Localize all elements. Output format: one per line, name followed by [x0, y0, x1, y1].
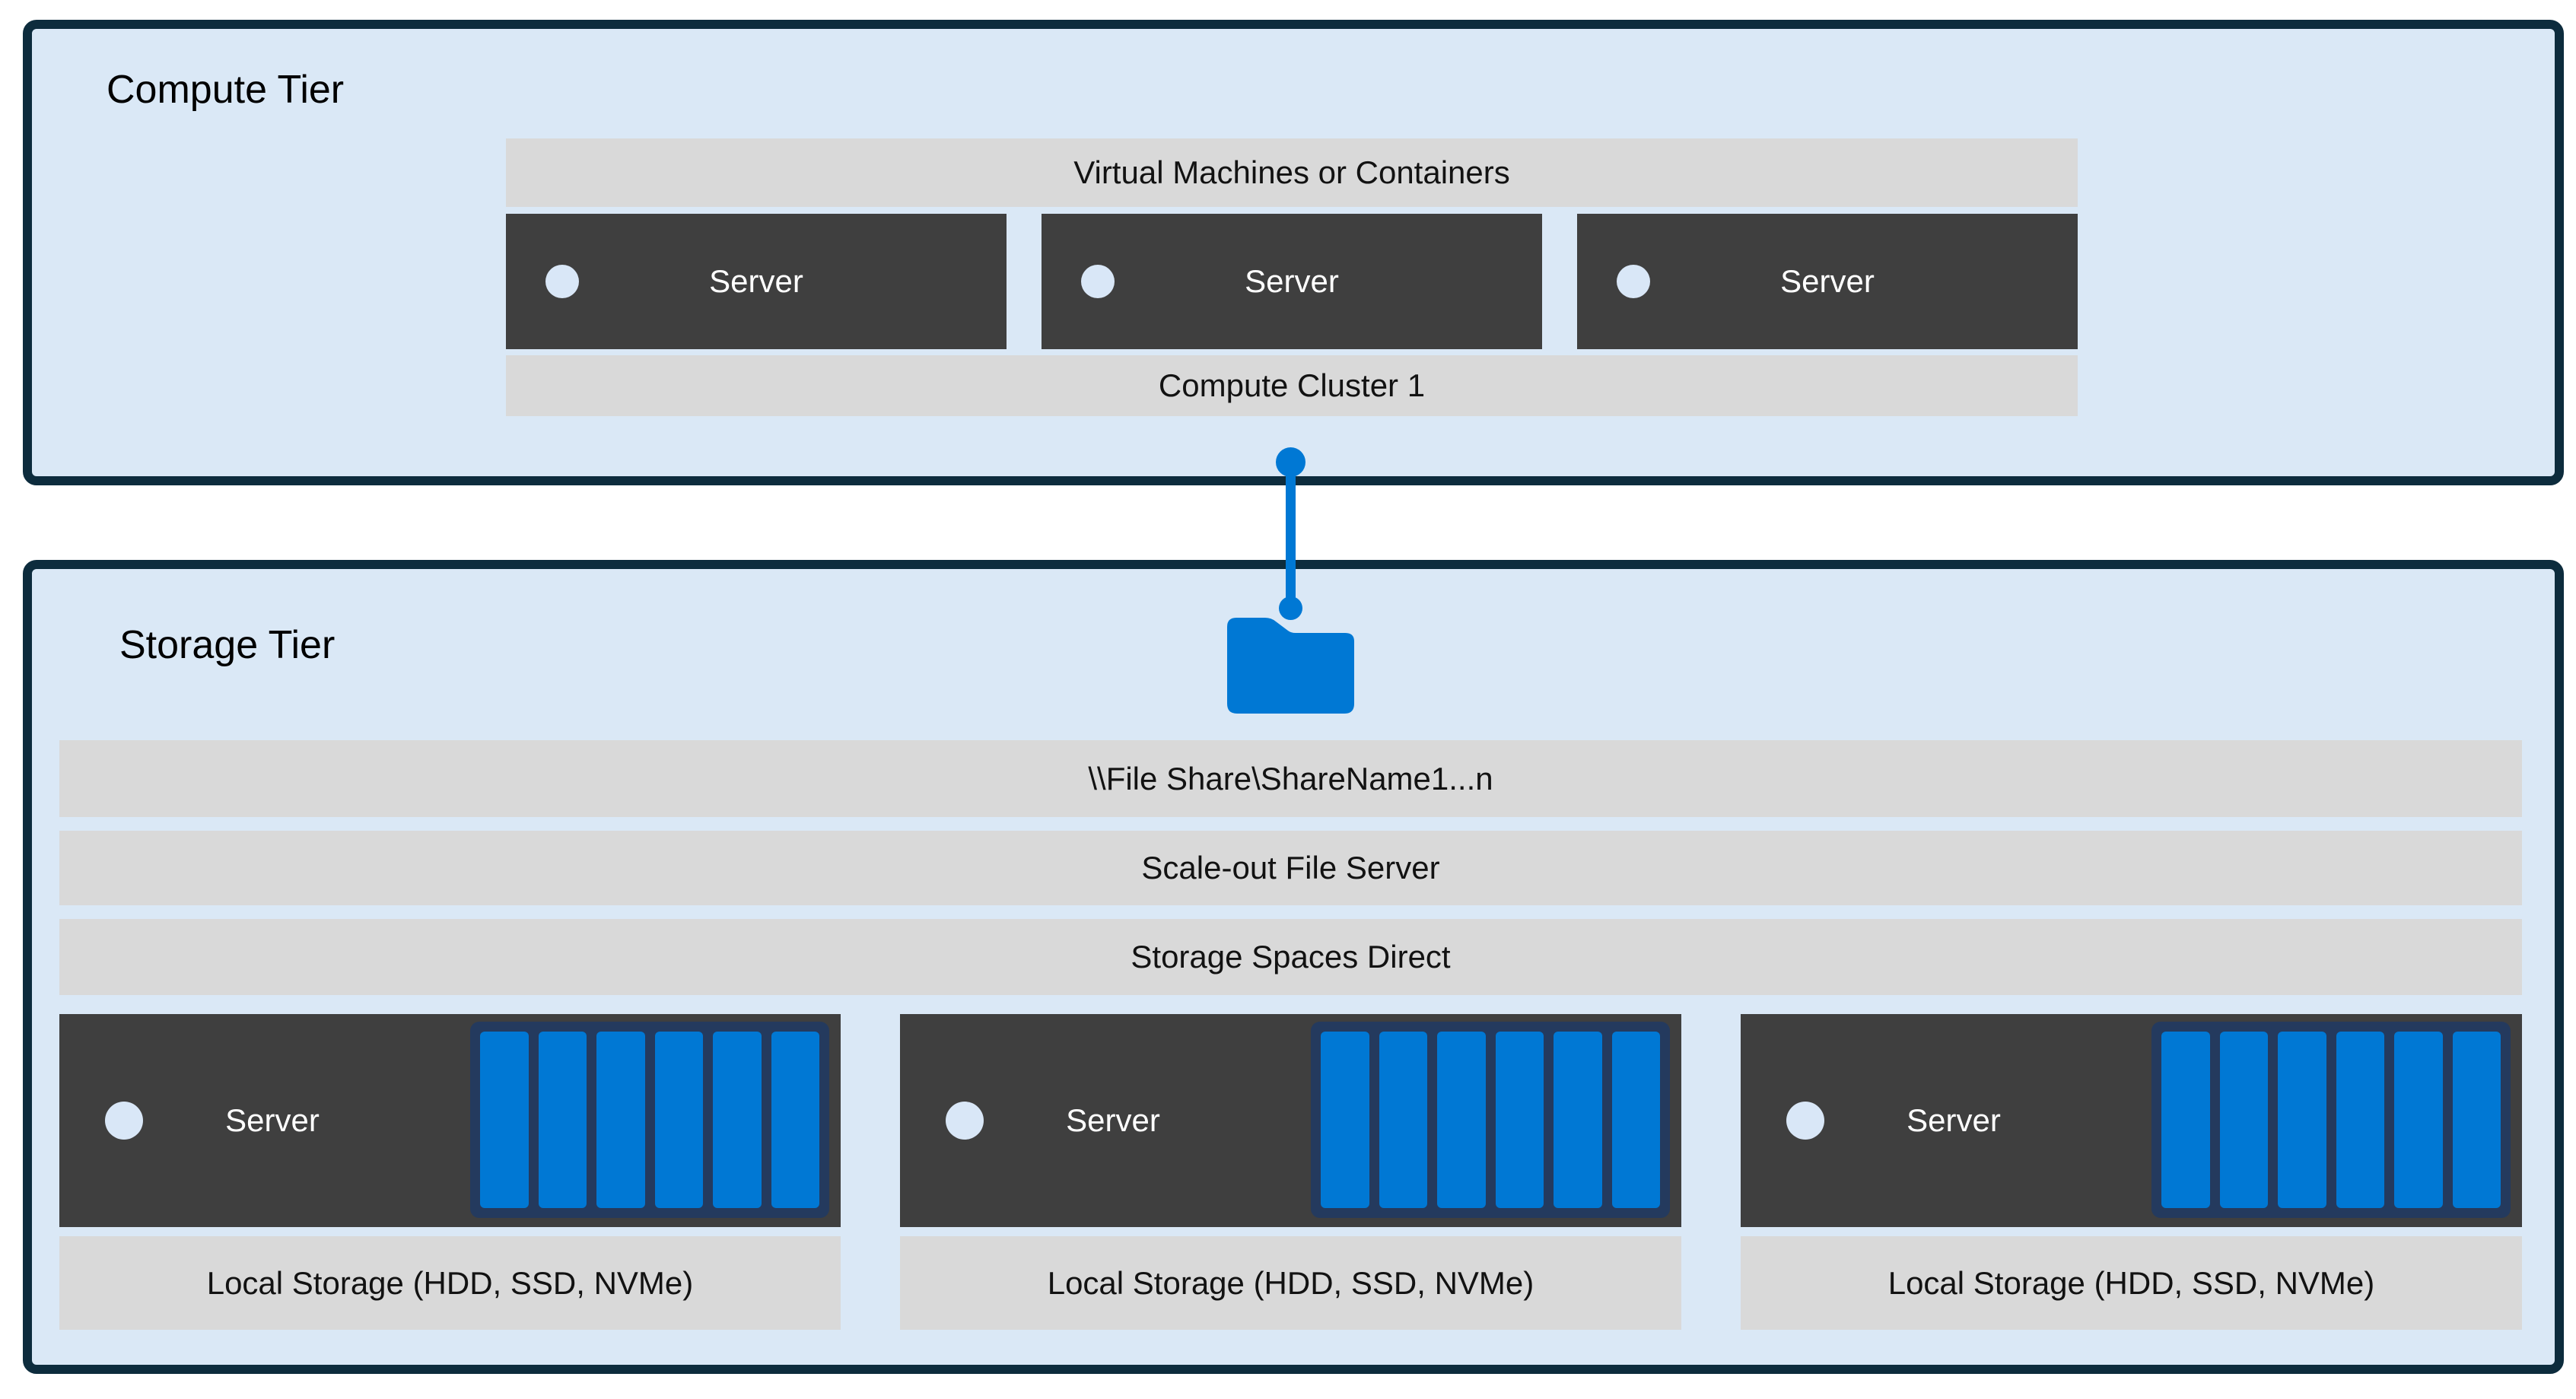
disk-slot [2219, 1032, 2268, 1208]
local-storage-bar-label: Local Storage (HDD, SSD, NVMe) [1047, 1264, 1534, 1301]
storage-server-box: Server [1741, 1014, 2522, 1227]
disk-slot [1379, 1032, 1427, 1208]
disk-slot [1554, 1032, 1602, 1208]
local-storage-bar-label: Local Storage (HDD, SSD, NVMe) [1887, 1264, 2375, 1301]
disk-bank [2151, 1022, 2511, 1218]
disk-slot [480, 1032, 529, 1208]
file-share-folder-icon [1227, 618, 1354, 714]
disk-slot [1495, 1032, 1544, 1208]
local-storage-bar: Local Storage (HDD, SSD, NVMe) [59, 1236, 841, 1330]
disk-bank [1311, 1022, 1670, 1218]
compute-server-label: Server [1245, 263, 1339, 299]
disk-slot [1321, 1032, 1369, 1208]
server-led-icon [1617, 265, 1650, 298]
storage-tier-title: Storage Tier [119, 623, 336, 667]
disk-slot [2278, 1032, 2326, 1208]
disk-slot [1437, 1032, 1486, 1208]
local-storage-bar: Local Storage (HDD, SSD, NVMe) [900, 1236, 1681, 1330]
file-share-bar-label: \\File Share\ShareName1...n [1088, 760, 1493, 796]
storage-spaces-direct-bar: Storage Spaces Direct [59, 919, 2522, 995]
connector-endpoint-dot-bottom [1279, 596, 1302, 620]
compute-server-box: Server [506, 214, 1007, 349]
server-led-icon [1081, 265, 1115, 298]
disk-slot [2161, 1032, 2210, 1208]
compute-server-label: Server [709, 263, 803, 299]
disk-slot [596, 1032, 645, 1208]
compute-cluster-stack: Virtual Machines or Containers Server Se… [506, 138, 2078, 416]
disk-slot [1611, 1032, 1660, 1208]
compute-server-label: Server [1780, 263, 1875, 299]
compute-cluster-bar: Compute Cluster 1 [506, 355, 2078, 416]
disk-slot [538, 1032, 587, 1208]
disk-slot [2394, 1032, 2443, 1208]
disk-slot [771, 1032, 819, 1208]
server-led-icon [1786, 1102, 1824, 1140]
compute-server-row: Server Server Server [506, 214, 2078, 349]
server-led-icon [946, 1102, 984, 1140]
disk-slot [2336, 1032, 2384, 1208]
scale-out-file-server-bar-label: Scale-out File Server [1141, 850, 1440, 886]
disk-slot [654, 1032, 703, 1208]
connector-line [1286, 459, 1296, 609]
virtual-machines-bar-label: Virtual Machines or Containers [1073, 154, 1510, 190]
file-share-bar: \\File Share\ShareName1...n [59, 740, 2522, 817]
disk-slot [2452, 1032, 2501, 1208]
compute-tier-box: Compute Tier Virtual Machines or Contain… [23, 20, 2564, 485]
storage-spaces-direct-bar-label: Storage Spaces Direct [1131, 939, 1451, 975]
compute-server-box: Server [1577, 214, 2078, 349]
server-led-icon [545, 265, 579, 298]
storage-server-box: Server [900, 1014, 1681, 1227]
storage-server-label: Server [1907, 1102, 2001, 1138]
storage-server-label: Server [225, 1102, 320, 1138]
server-led-icon [105, 1102, 143, 1140]
local-storage-bar: Local Storage (HDD, SSD, NVMe) [1741, 1236, 2522, 1330]
storage-server-box: Server [59, 1014, 841, 1227]
local-storage-bar-label: Local Storage (HDD, SSD, NVMe) [206, 1264, 694, 1301]
compute-cluster-bar-label: Compute Cluster 1 [1158, 367, 1426, 403]
compute-server-box: Server [1042, 214, 1542, 349]
virtual-machines-bar: Virtual Machines or Containers [506, 138, 2078, 207]
storage-server-label: Server [1066, 1102, 1160, 1138]
compute-tier-title: Compute Tier [107, 68, 345, 112]
disk-bank [470, 1022, 829, 1218]
scale-out-file-server-bar: Scale-out File Server [59, 831, 2522, 905]
disk-slot [713, 1032, 762, 1208]
